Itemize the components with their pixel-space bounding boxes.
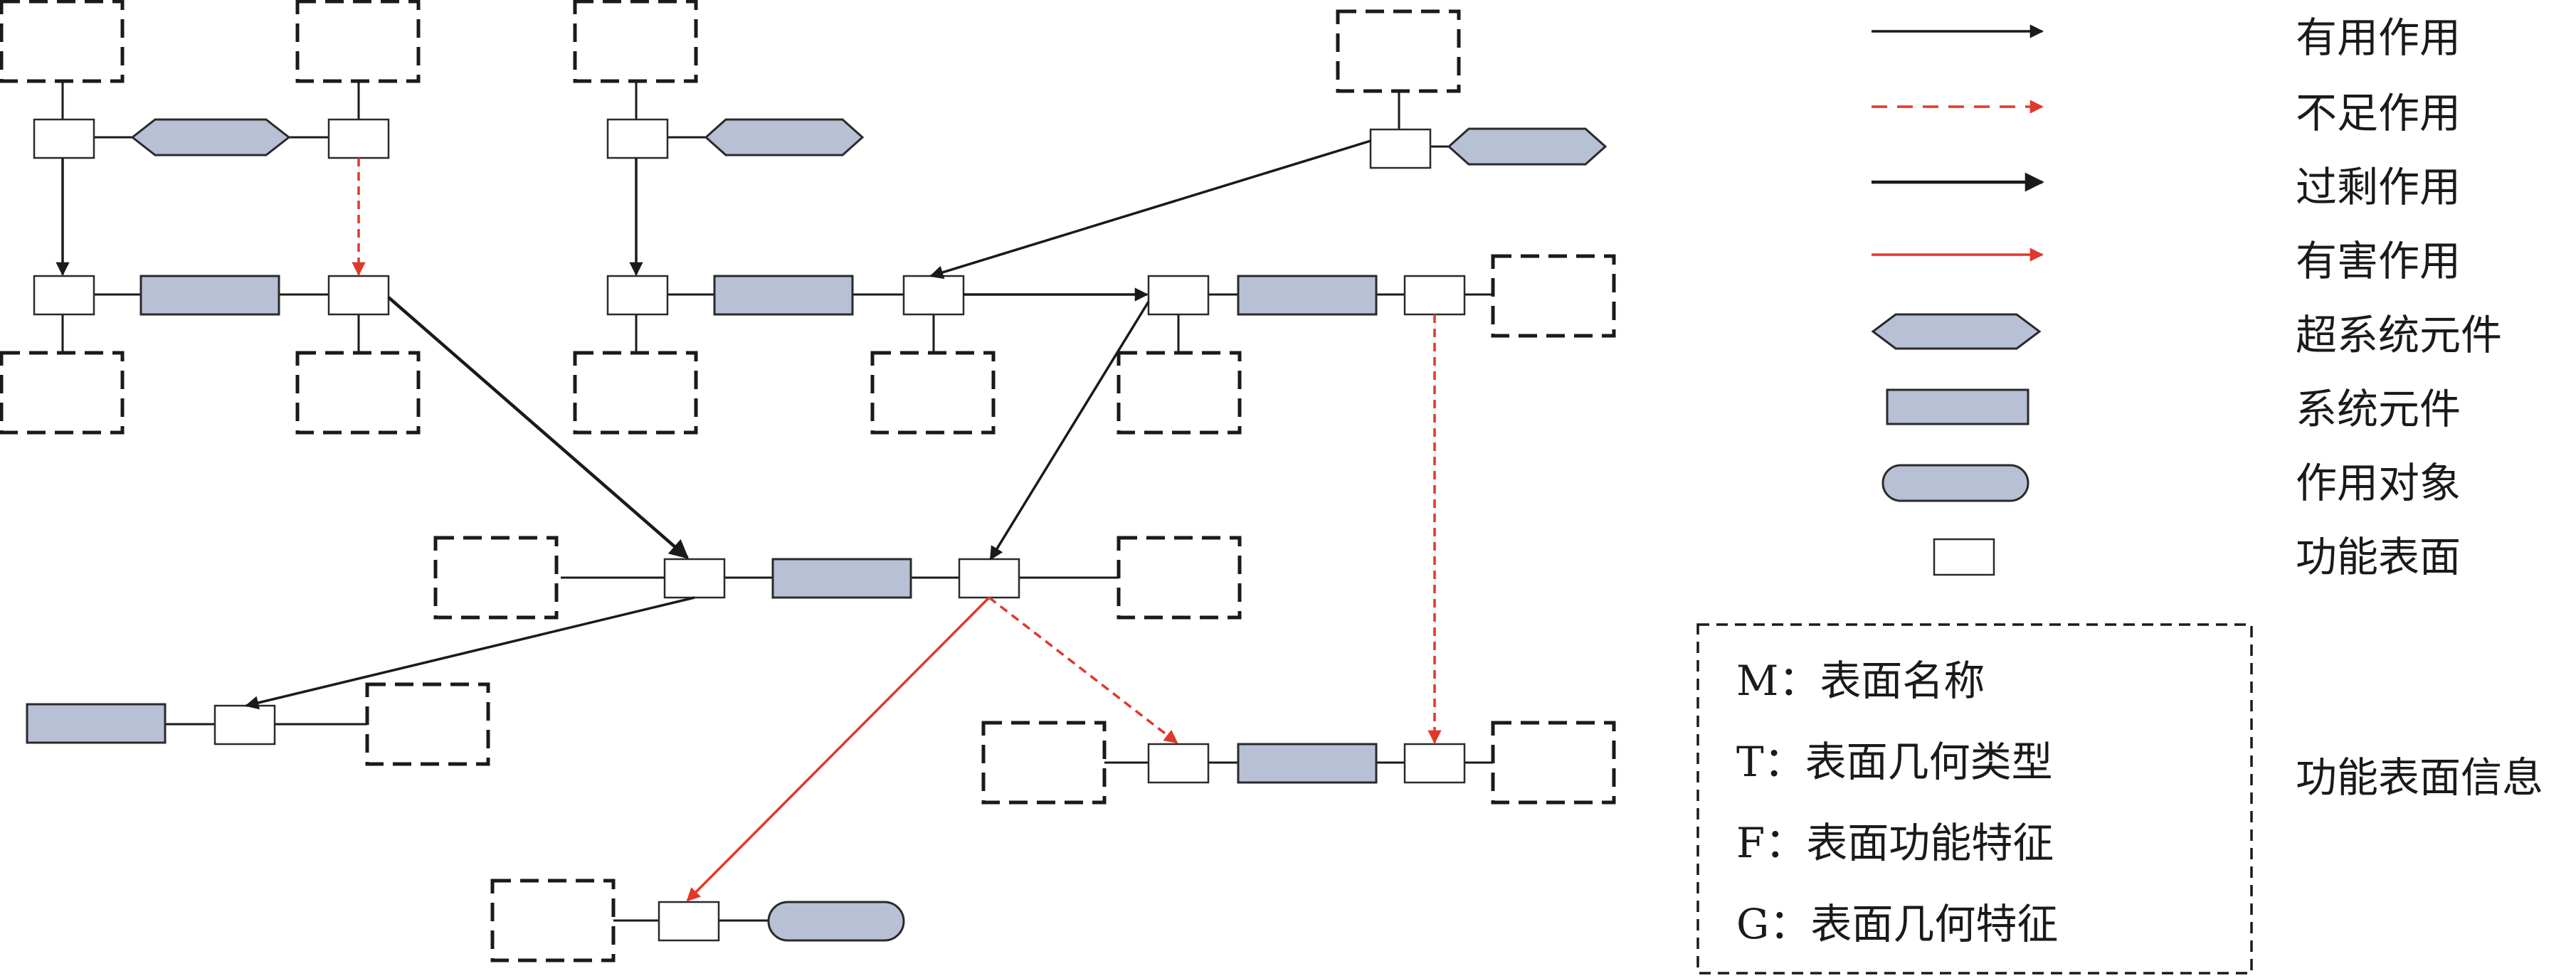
small-square-icon <box>1933 538 1995 576</box>
legend-label-target: 作用对象 <box>2296 459 2461 507</box>
legend-label-harmful: 有害作用 <box>2296 237 2461 285</box>
harmful-arrow <box>686 596 991 902</box>
legend-label-supersystem: 超系统元件 <box>2296 311 2503 359</box>
info-row-m: M：表面名称 <box>1736 657 1985 705</box>
system-components <box>26 275 1378 784</box>
dashed-boxes <box>0 0 1616 962</box>
excessive-arrow <box>387 296 690 559</box>
useful-arrow <box>989 301 1150 561</box>
legend-label-excessive: 过剩作用 <box>2296 163 2461 211</box>
supersystem-components <box>130 118 1608 166</box>
legend-label-surface: 功能表面 <box>2296 533 2461 581</box>
rectangle-icon <box>1886 388 2029 425</box>
function-surfaces <box>33 118 1466 942</box>
useful-arrow <box>245 596 695 710</box>
surface-info-box <box>1696 623 2253 975</box>
connector-lines <box>61 81 1493 922</box>
function-arrows <box>56 139 1442 902</box>
info-row-t: T：表面几何类型 <box>1736 738 2053 786</box>
useful-arrow <box>929 139 1371 280</box>
legend-icons <box>1871 24 2044 576</box>
legend-label-useful: 有用作用 <box>2296 14 2461 62</box>
legend-label-insufficient: 不足作用 <box>2296 89 2461 137</box>
legend-label-system: 系统元件 <box>2296 385 2461 433</box>
hexagon-icon <box>1871 313 2042 350</box>
info-row-g: G：表面几何特征 <box>1736 900 2059 948</box>
info-row-f: F：表面功能特征 <box>1736 819 2054 867</box>
rounded-pill-icon <box>1881 464 2029 502</box>
target-object <box>767 901 905 942</box>
insufficient-arrow <box>988 596 1178 744</box>
info-title: 功能表面信息 <box>2296 753 2544 802</box>
